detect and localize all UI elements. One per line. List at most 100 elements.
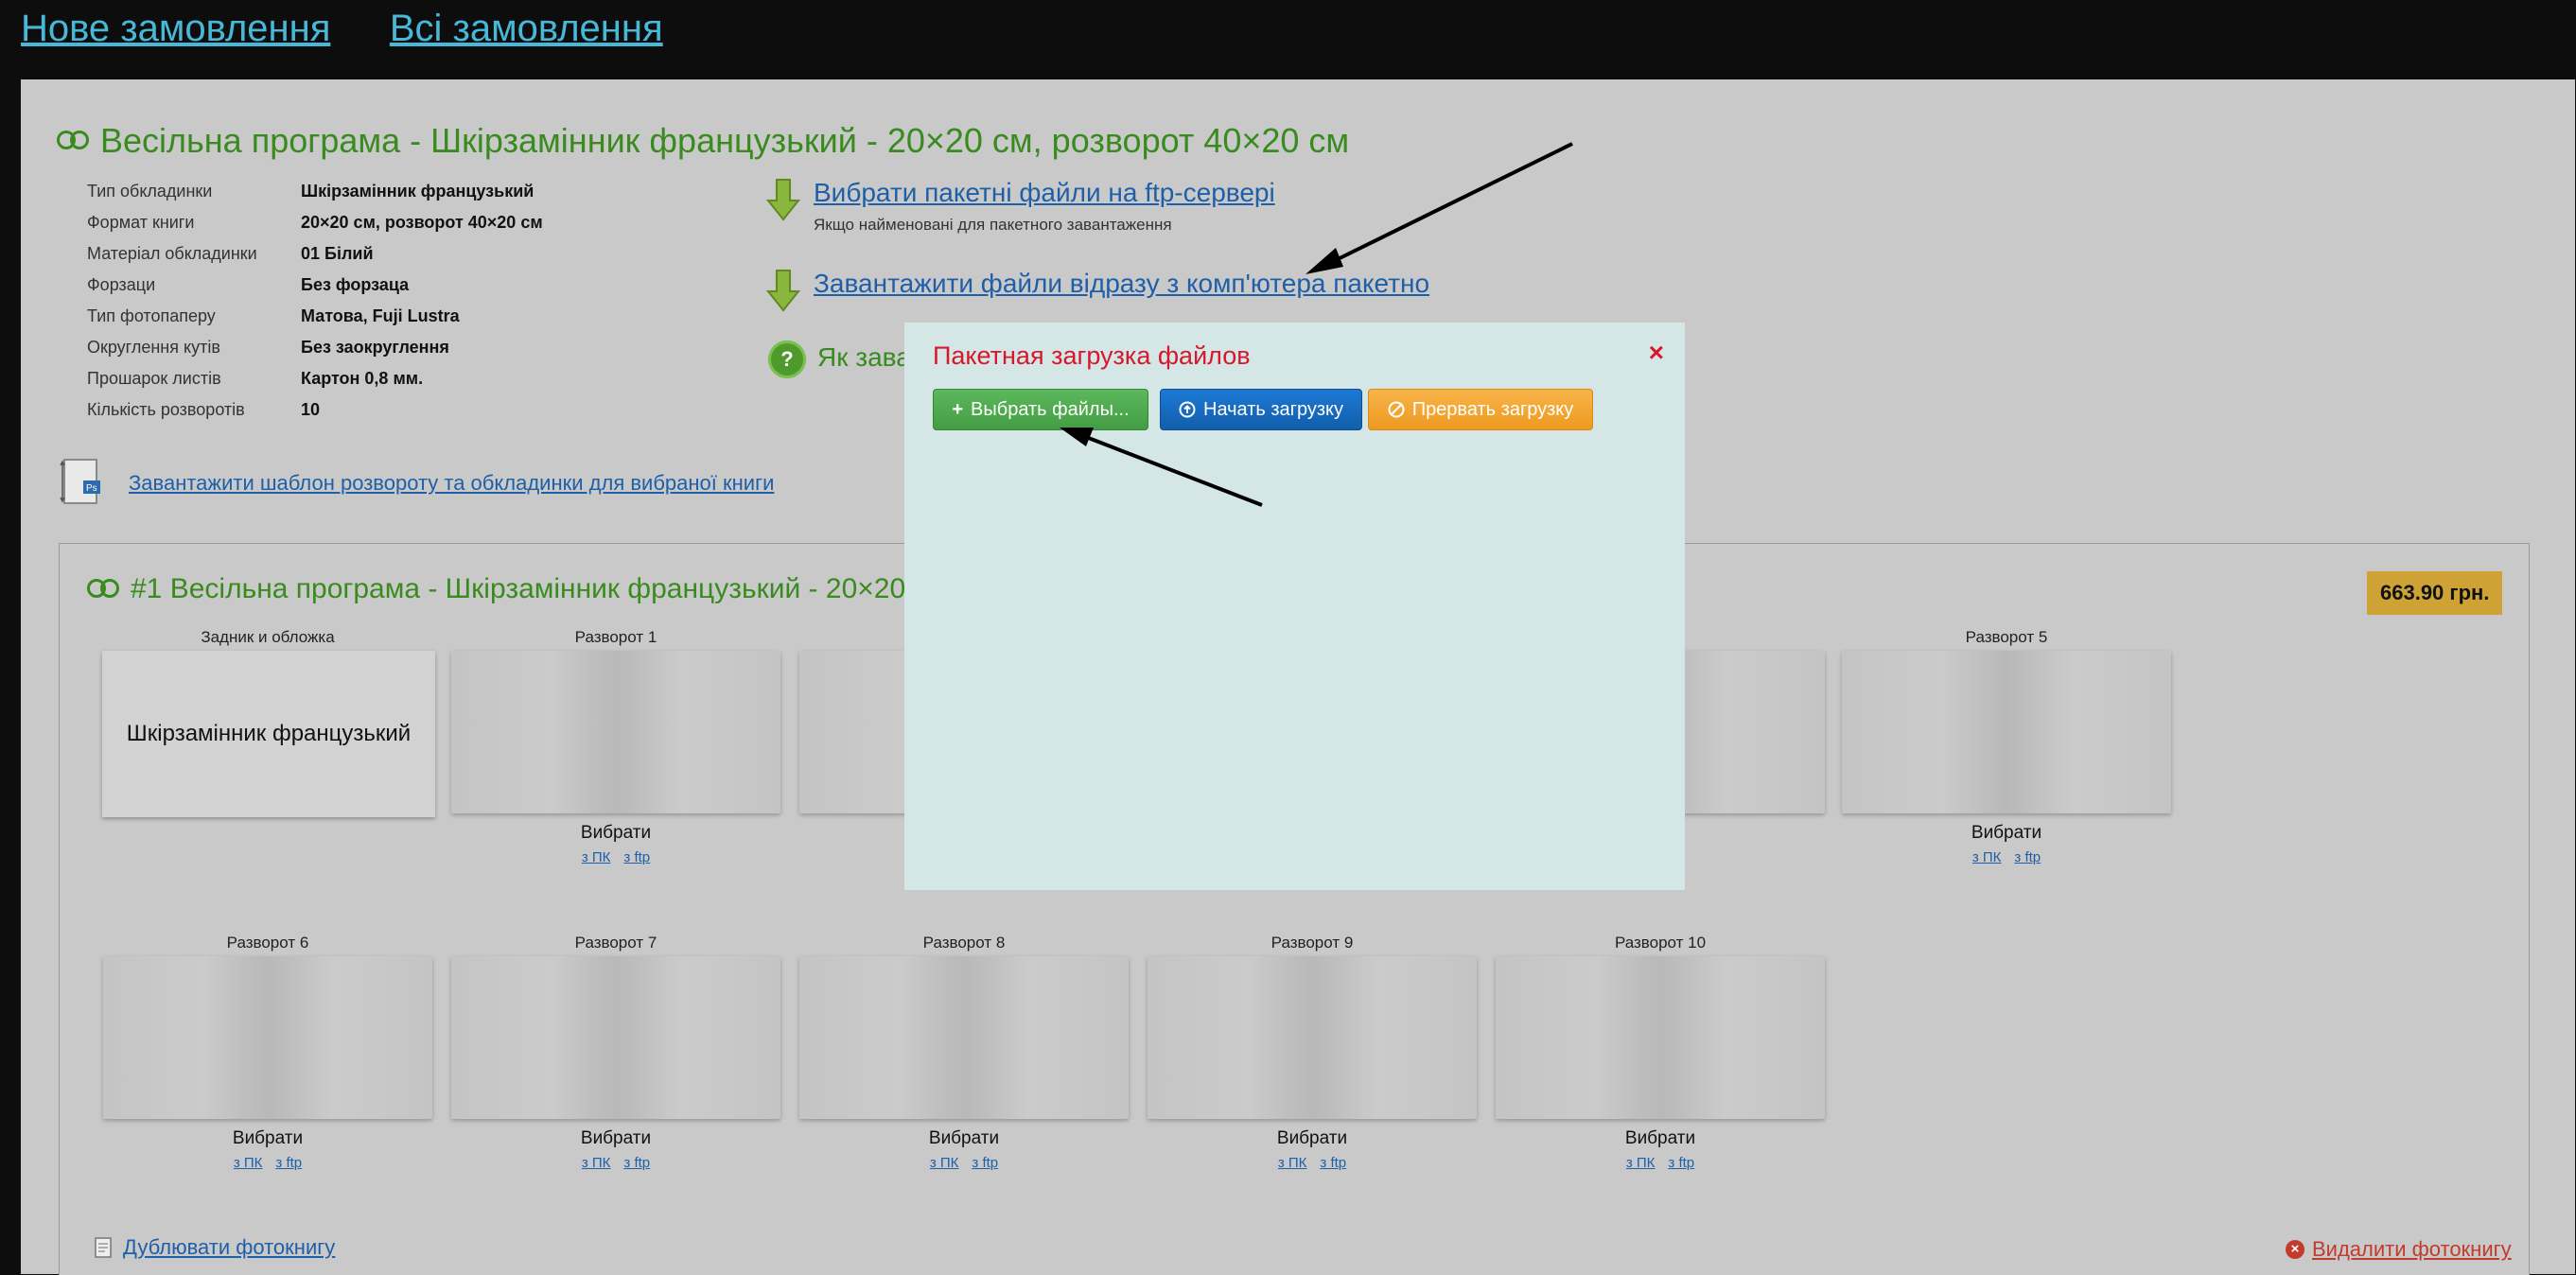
spread-slot: Разворот 9 Вибрати з ПК з ftp bbox=[1147, 934, 1478, 1171]
spread-preview[interactable] bbox=[1148, 956, 1477, 1119]
rings-icon bbox=[87, 579, 123, 600]
new-order-link[interactable]: Нове замовлення bbox=[21, 8, 331, 49]
spec-row: Форзаци Без форзаца bbox=[87, 275, 543, 306]
spread-label: Разворот 7 bbox=[574, 934, 657, 952]
product-title: Весільна програма - Шкірзамінник француз… bbox=[57, 121, 1349, 161]
ftp-action: Вибрати пакетні файли на ftp-сервері Якщ… bbox=[766, 178, 1275, 235]
from-ftp-link[interactable]: з ftp bbox=[1320, 1155, 1347, 1171]
spec-key: Округлення кутів bbox=[87, 338, 220, 357]
order-title: #1 Весільна програма - Шкірзамінник фран… bbox=[87, 573, 905, 605]
from-pc-link[interactable]: з ПК bbox=[1971, 849, 2002, 865]
spread-slot: Разворот 1 Вибрати з ПК з ftp bbox=[450, 628, 781, 865]
spread-slot: Разворот 10 Вибрати з ПК з ftp bbox=[1495, 934, 1826, 1171]
select-files-button[interactable]: + Выбрать файлы... bbox=[933, 389, 1148, 430]
plus-icon: + bbox=[952, 398, 964, 420]
from-pc-link[interactable]: з ПК bbox=[581, 1155, 611, 1171]
spec-key: Матеріал обкладинки bbox=[87, 244, 257, 263]
delete-book-label: Видалити фотокнигу bbox=[2312, 1237, 2512, 1261]
all-orders-link[interactable]: Всі замовлення bbox=[389, 8, 663, 49]
help-link[interactable]: Як зава bbox=[817, 342, 911, 372]
from-pc-link[interactable]: з ПК bbox=[1625, 1155, 1656, 1171]
spec-key: Прошарок листів bbox=[87, 369, 221, 388]
spec-row: Формат книги 20×20 см, розворот 40×20 см bbox=[87, 213, 543, 244]
spec-value: 20×20 см, розворот 40×20 см bbox=[301, 213, 543, 232]
spread-label: Разворот 1 bbox=[574, 628, 657, 646]
down-arrow-icon bbox=[766, 179, 800, 221]
select-files-label: Выбрать файлы... bbox=[971, 398, 1130, 420]
start-upload-button[interactable]: Начать загрузку bbox=[1160, 389, 1362, 430]
spec-value: Без заокруглення bbox=[301, 338, 449, 357]
choose-label: Вибрати bbox=[1624, 1128, 1696, 1148]
upload-circle-icon bbox=[1179, 401, 1196, 418]
close-icon[interactable]: × bbox=[1648, 338, 1664, 367]
spec-row: Тип обкладинки Шкірзамінник французький bbox=[87, 182, 543, 213]
download-template-link[interactable]: Завантажити шаблон розвороту та обкладин… bbox=[129, 471, 775, 495]
spec-value: Шкірзамінник французький bbox=[301, 182, 534, 201]
spread-preview[interactable] bbox=[1496, 956, 1825, 1119]
spread-slot: Разворот 7 Вибрати з ПК з ftp bbox=[450, 934, 781, 1171]
spec-key: Тип обкладинки bbox=[87, 182, 213, 201]
choose-label: Вибрати bbox=[580, 1128, 652, 1148]
batch-upload-dialog: Пакетная загрузка файлов × +Выбрать файл… bbox=[904, 323, 1685, 890]
from-ftp-link[interactable]: з ftp bbox=[275, 1155, 303, 1171]
from-pc-link[interactable]: з ПК bbox=[929, 1155, 959, 1171]
spread-label: Задник и обложка bbox=[201, 628, 335, 646]
delete-book-link[interactable]: × Видалити фотокнигу bbox=[2286, 1237, 2512, 1262]
spec-key: Кількість розворотів bbox=[87, 400, 245, 419]
spec-key: Тип фотопаперу bbox=[87, 306, 216, 325]
choose-label: Вибрати bbox=[1971, 823, 2042, 843]
from-ftp-link[interactable]: з ftp bbox=[1668, 1155, 1695, 1171]
spread-slot: Разворот 5 Вибрати з ПК з ftp bbox=[1841, 628, 2172, 865]
svg-text:Ps: Ps bbox=[86, 483, 97, 494]
photoshop-template-icon: Ps bbox=[60, 459, 100, 504]
rings-icon bbox=[57, 131, 93, 151]
down-arrow-icon bbox=[766, 270, 800, 312]
choose-label: Вибрати bbox=[1276, 1128, 1348, 1148]
from-pc-link[interactable]: з ПК bbox=[1277, 1155, 1307, 1171]
help-icon: ? bbox=[768, 341, 806, 378]
from-ftp-link[interactable]: з ftp bbox=[623, 849, 651, 865]
product-specs: Тип обкладинки Шкірзамінник французький Ф… bbox=[87, 182, 543, 431]
top-nav: Нове замовлення Всі замовлення bbox=[21, 4, 718, 61]
from-ftp-link[interactable]: з ftp bbox=[623, 1155, 651, 1171]
duplicate-book-label: Дублювати фотокнигу bbox=[123, 1235, 336, 1259]
from-ftp-link[interactable]: з ftp bbox=[972, 1155, 999, 1171]
from-ftp-link[interactable]: з ftp bbox=[2014, 849, 2042, 865]
cover-preview[interactable]: Шкірзамінник французький bbox=[102, 651, 435, 817]
spec-value: Картон 0,8 мм. bbox=[301, 369, 424, 388]
spread-label: Разворот 5 bbox=[1965, 628, 2048, 646]
spread-preview[interactable] bbox=[1842, 651, 2171, 813]
order-title-text: #1 Весільна програма - Шкірзамінник фран… bbox=[131, 573, 906, 604]
upload-from-pc-link[interactable]: Завантажити файли відразу з комп'ютера п… bbox=[814, 269, 1430, 298]
spread-preview[interactable] bbox=[103, 956, 432, 1119]
from-pc-link[interactable]: з ПК bbox=[233, 1155, 263, 1171]
spread-preview[interactable] bbox=[451, 651, 780, 813]
spread-label: Разворот 6 bbox=[226, 934, 309, 952]
abort-upload-label: Прервать загрузку bbox=[1411, 398, 1574, 420]
ban-icon bbox=[1388, 401, 1405, 418]
from-pc-link[interactable]: з ПК bbox=[581, 849, 611, 865]
product-title-text: Весільна програма - Шкірзамінник француз… bbox=[100, 121, 1350, 160]
spec-key: Форзаци bbox=[87, 275, 156, 294]
spec-key: Формат книги bbox=[87, 213, 195, 232]
spread-label: Разворот 9 bbox=[1270, 934, 1354, 952]
spread-preview[interactable] bbox=[451, 956, 780, 1119]
abort-upload-button[interactable]: Прервать загрузку bbox=[1368, 389, 1593, 430]
spread-label: Разворот 10 bbox=[1614, 934, 1707, 952]
start-upload-label: Начать загрузку bbox=[1203, 398, 1343, 420]
choose-label: Вибрати bbox=[232, 1128, 304, 1148]
spread-slot: Разворот 6 Вибрати з ПК з ftp bbox=[102, 934, 433, 1171]
duplicate-book-link[interactable]: Дублювати фотокнигу bbox=[93, 1235, 335, 1260]
spec-row: Округлення кутів Без заокруглення bbox=[87, 338, 543, 369]
spread-preview[interactable] bbox=[799, 956, 1129, 1119]
spec-value: Без форзаца bbox=[301, 275, 410, 294]
ftp-hint: Якщо найменовані для пакетного завантаже… bbox=[814, 216, 1172, 234]
choose-label: Вибрати bbox=[928, 1128, 1000, 1148]
choose-label: Вибрати bbox=[580, 823, 652, 843]
cover-slot: Задник и обложка Шкірзамінник французьки… bbox=[102, 628, 435, 817]
ftp-files-link[interactable]: Вибрати пакетні файли на ftp-сервері bbox=[814, 178, 1275, 207]
